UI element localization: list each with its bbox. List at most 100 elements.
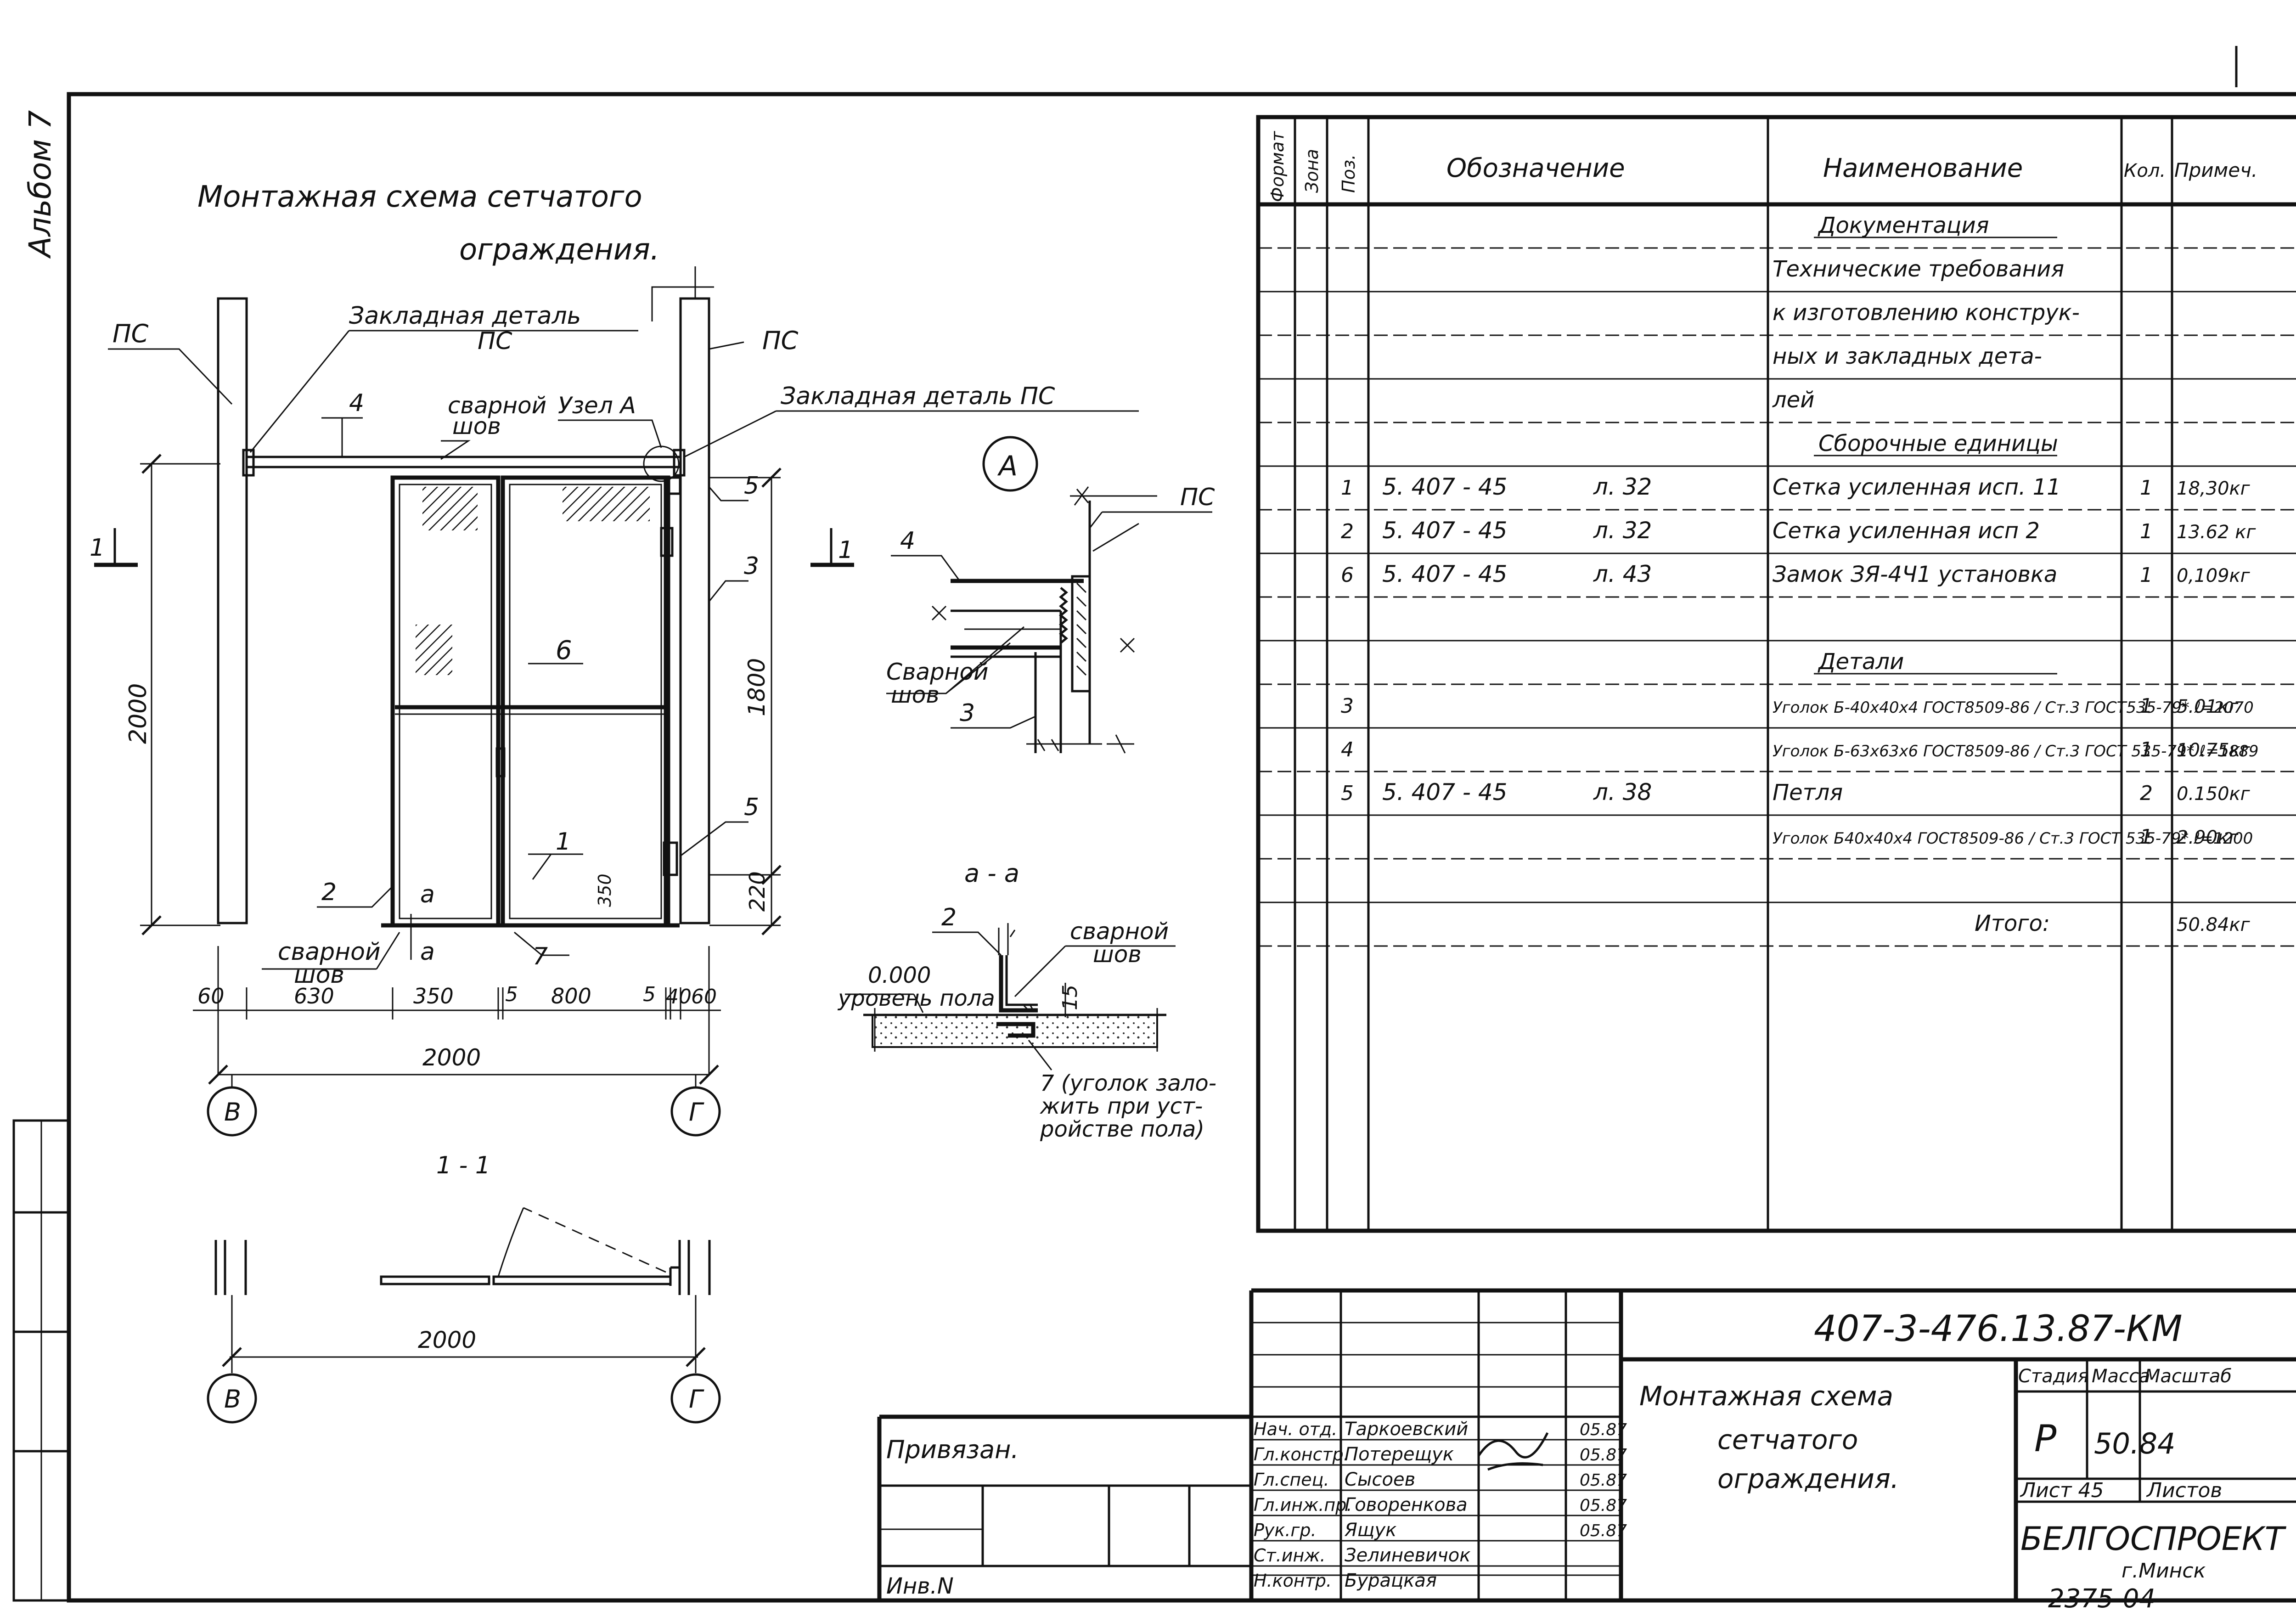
left-stamp-strip [12, 1119, 70, 1602]
spec-cell-name: Сетка усиленная исп. 11 [1773, 474, 2061, 500]
spec-header-designation: Обозначение [1446, 153, 1625, 183]
spec-cell-qty: 1 [2140, 694, 2153, 718]
mesh-hatch-1 [422, 487, 478, 530]
dim-630: 630 [294, 984, 334, 1008]
label-pos5a: 5 [744, 472, 759, 500]
signatory-role: Н.контр. [1254, 1571, 1332, 1591]
signatory-row: Ст.инж. Зелиневичок [1254, 1545, 1470, 1566]
mass-value: 50.84 [2094, 1427, 2176, 1460]
spec-row: ных и закладных дета- [1773, 344, 2042, 369]
node-weld-2: шов [891, 682, 940, 708]
mesh-hatch-2 [563, 487, 650, 521]
dim-5-a: 5 [505, 983, 518, 1006]
axis-b2-label: В [224, 1385, 241, 1414]
stage-label: Стадия [2018, 1366, 2088, 1387]
spec-cell-qty: 2 [2140, 782, 2153, 805]
signatory-name: Зелиневичок [1345, 1545, 1470, 1566]
spec-cell-pos: 5 [1341, 782, 1354, 805]
spec-row: к изготовлению конструк- [1773, 300, 2080, 326]
spec-row: Уголок Б40х40х4 ГОСТ8509-86 / Ст.3 ГОСТ … [1773, 825, 2253, 849]
spec-cell-sheet: л. 32 [1593, 517, 1652, 544]
spec-cell-sheet: л. 32 [1593, 473, 1652, 500]
mesh-hatch-3 [416, 625, 452, 675]
spec-cell-name: Уголок Б40х40х4 ГОСТ8509-86 / Ст.3 ГОСТ … [1773, 829, 2253, 848]
sheet-frame [67, 92, 2296, 1603]
scale-label: Масштаб [2144, 1366, 2232, 1387]
signatory-date: 05.87 [1580, 1496, 1627, 1515]
spec-cell-pos: 6 [1341, 563, 1354, 587]
elevation-leaders: ПС ПС Закладная деталь ПС Закладная дета… [90, 286, 1139, 989]
dim-800: 800 [551, 984, 591, 1008]
spec-cell-name: Сборочные единицы [1818, 431, 2058, 456]
spec-cell-name: Замок ЗЯ-4Ч1 установка [1773, 562, 2057, 587]
signatory-row: Н.контр.Бурацкая [1254, 1570, 1437, 1591]
fence-elevation [217, 266, 710, 928]
tb-name-line2: сетчатого [1717, 1424, 1858, 1455]
spec-cell-name: ных и закладных дета- [1773, 344, 2042, 369]
label-weld-bottom-2: шов [294, 961, 344, 989]
node-pos3: 3 [960, 699, 975, 727]
dim-40: 40 [666, 985, 692, 1008]
aa-note-1: 7 (уголок зало- [1040, 1070, 1216, 1096]
label-weld-bottom-1: сварной [278, 938, 381, 966]
spec-row: Сборочные единицы [1814, 431, 2058, 456]
dim-2000-vertical: 2000 [124, 683, 152, 744]
spec-header-zone: Зона [1302, 149, 1322, 193]
spec-header-format: Формат [1267, 130, 1288, 202]
mass-label: Масса [2092, 1366, 2150, 1387]
tb-name-line1: Монтажная схема [1639, 1380, 1893, 1412]
axis-marker-b2 [207, 1373, 257, 1424]
org-name: БЕЛГОСПРОЕКТ [2020, 1520, 2287, 1558]
spec-cell-designation: 5. 407 - 45 [1382, 517, 1508, 544]
spec-cell-qty: 1 [2140, 738, 2153, 761]
signature-mark [1477, 1432, 1549, 1471]
top-angle-beam [245, 456, 682, 468]
aa-level-1: 0.000 [868, 963, 931, 988]
label-section-1-right: 1 [838, 536, 853, 564]
aa-weld-2: шов [1093, 941, 1142, 968]
label-embedded-left: Закладная деталь [349, 302, 581, 330]
elevation-dimensions: 2000 1800 220 350 60 630 350 5 800 5 40 … [124, 454, 782, 1137]
signatory-role: Гл.констр. [1254, 1444, 1349, 1465]
label-node-a: Узел А [558, 392, 636, 419]
label-ps-right: ПС [762, 326, 799, 355]
stage-value: Р [2034, 1417, 2057, 1460]
spec-header-name: Наименование [1823, 153, 2023, 183]
spec-row: Технические требования [1773, 256, 2064, 282]
aa-weld-1: сварной [1070, 918, 1169, 945]
node-pos4: 4 [900, 527, 915, 555]
label-cut-a-top: a [420, 881, 435, 908]
label-pos1: 1 [556, 828, 571, 856]
drawing-title-line2: ограждения. [459, 233, 659, 267]
axis-g-label: Г [689, 1098, 704, 1127]
signatory-date: 05.87 [1580, 1446, 1627, 1465]
label-weld-top-1: сварной [448, 392, 546, 419]
aa-note-2: жить при уст- [1040, 1093, 1203, 1119]
spec-row: Документация [1814, 213, 2057, 238]
sheet-label: Лист 45 [2020, 1479, 2104, 1502]
signatory-role: Ст.инж. [1254, 1545, 1326, 1566]
signatory-role: Рук.гр. [1254, 1520, 1317, 1540]
label-cut-a-bottom: a [420, 938, 435, 966]
spec-row: лей [1772, 387, 1814, 413]
tb-name-line3: ограждения. [1717, 1463, 1899, 1494]
spec-header-note: Примеч. [2174, 159, 2257, 181]
org-city: г.Минск [2122, 1559, 2206, 1583]
axis-b-label: В [224, 1098, 241, 1127]
section-1-1: 1 - 1 2000 В Г [207, 1152, 721, 1424]
dim-220: 220 [745, 871, 770, 912]
aa-pos2: 2 [941, 904, 957, 931]
spec-cell-note: 0.150кг [2177, 783, 2251, 805]
spec-cell-pos: 4 [1341, 738, 1354, 761]
signatory-role: Гл.инж.пр. [1254, 1495, 1352, 1515]
signatory-role: Гл.спец. [1254, 1470, 1329, 1490]
spec-cell-name: Уголок Б-63х63х6 ГОСТ8509-86 / Ст.3 ГОСТ… [1773, 742, 2259, 760]
axis-marker-g2 [670, 1373, 721, 1424]
dim-350-small: 350 [595, 873, 615, 907]
